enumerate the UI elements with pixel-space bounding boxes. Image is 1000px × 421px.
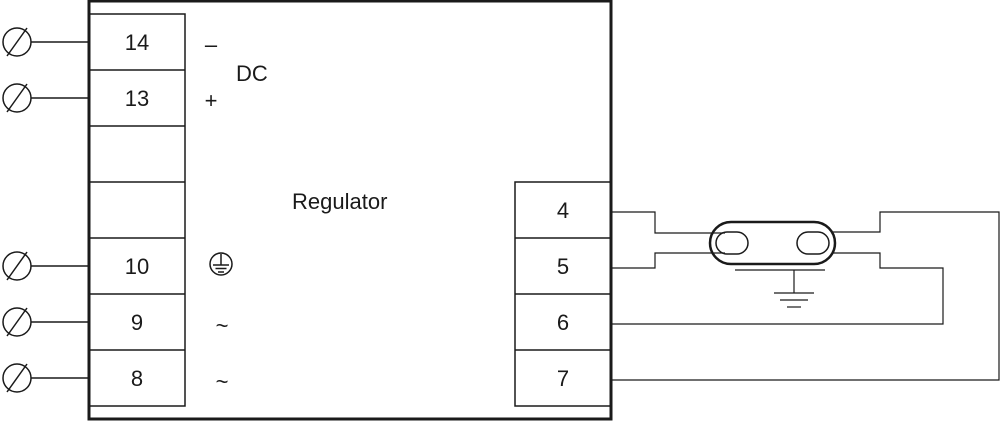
dc-label: DC: [236, 61, 268, 86]
terminal-13-label: 13: [125, 86, 149, 111]
protective-earth-icon: [209, 252, 233, 276]
ac-symbol-9: ~: [216, 313, 229, 338]
screw-terminal-icon: [2, 363, 89, 393]
terminal-8-label: 8: [131, 366, 143, 391]
screw-terminal-icon: [2, 83, 89, 113]
wire-terminal-6: [611, 252, 944, 325]
dc-minus-label: –: [205, 32, 218, 57]
terminal-10-label: 10: [125, 254, 149, 279]
right-terminal-strip: 4 5 6 7: [514, 181, 612, 407]
ac-symbol-8: ~: [216, 369, 229, 394]
terminal-14-label: 14: [125, 30, 149, 55]
screw-terminal-icon: [2, 251, 89, 281]
wire-terminal-7: [611, 211, 1000, 381]
terminal-4-label: 4: [557, 198, 569, 223]
sensor-tube-icon: [708, 220, 837, 266]
terminal-7-label: 7: [557, 366, 569, 391]
ground-icon: [735, 269, 825, 308]
left-terminal-strip: 14 13 10 9 8: [88, 13, 186, 407]
sensor-wiring: [611, 211, 1000, 381]
left-connectors: [2, 27, 89, 393]
wire-terminal-5: [611, 252, 725, 269]
terminal-6-label: 6: [557, 310, 569, 335]
regulator-label: Regulator: [292, 189, 387, 214]
terminal-9-label: 9: [131, 310, 143, 335]
left-terminal-strip-frame: [88, 13, 186, 407]
screw-terminal-icon: [2, 307, 89, 337]
dc-plus-label: +: [205, 88, 218, 113]
terminal-5-label: 5: [557, 254, 569, 279]
wire-terminal-4: [611, 211, 725, 234]
screw-terminal-icon: [2, 27, 89, 57]
